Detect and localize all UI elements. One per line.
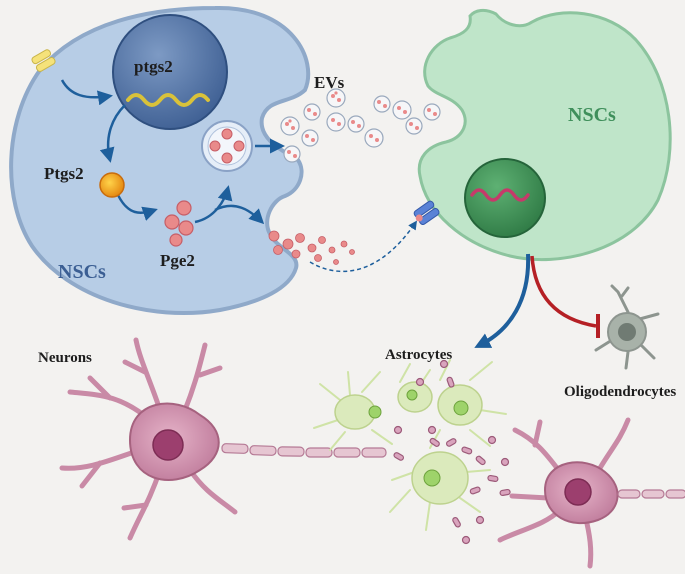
- vesicle-icon: [201, 120, 253, 172]
- neuron-right: [497, 417, 631, 569]
- label-evs: EVs: [314, 73, 345, 92]
- nsc-left-cell: [9, 5, 311, 315]
- label-nsc-left: NSCs: [58, 261, 106, 283]
- oligodendrocyte-cell: [594, 284, 660, 370]
- label-oligodendrocytes: Oligodendrocytes: [564, 384, 676, 400]
- axon-left: [221, 443, 387, 458]
- label-neurons: Neurons: [38, 350, 92, 366]
- neuron-left: [59, 337, 238, 541]
- nsc-right-cell: [417, 8, 672, 262]
- mrna-icon-right: [470, 188, 530, 202]
- label-ptgs2-protein: Ptgs2: [44, 164, 84, 183]
- pathway-arrows-left: [60, 79, 285, 225]
- label-astrocytes: Astrocytes: [385, 347, 452, 363]
- pge2-molecules: [164, 200, 194, 247]
- label-pge2: Pge2: [160, 251, 195, 270]
- dashed-arrow-to-receptor: [309, 220, 418, 273]
- axon-right: [617, 489, 685, 499]
- mrna-icon: [126, 93, 210, 107]
- astrocyte-cluster: [313, 359, 507, 531]
- receptor-icon: [31, 49, 56, 72]
- astrocyte-endfeet: [393, 359, 511, 545]
- label-nsc-right: NSCs: [568, 104, 616, 126]
- arrow-to-astrocytes: [474, 253, 531, 348]
- nucleus-left: [112, 14, 228, 130]
- nucleus-right: [464, 158, 546, 238]
- enzyme-icon: [99, 172, 125, 198]
- label-ptgs2-gene: ptgs2: [134, 57, 173, 76]
- released-pge2: [268, 230, 355, 265]
- receptor-blue-icon: [413, 200, 440, 226]
- inhibit-icon: [530, 255, 600, 338]
